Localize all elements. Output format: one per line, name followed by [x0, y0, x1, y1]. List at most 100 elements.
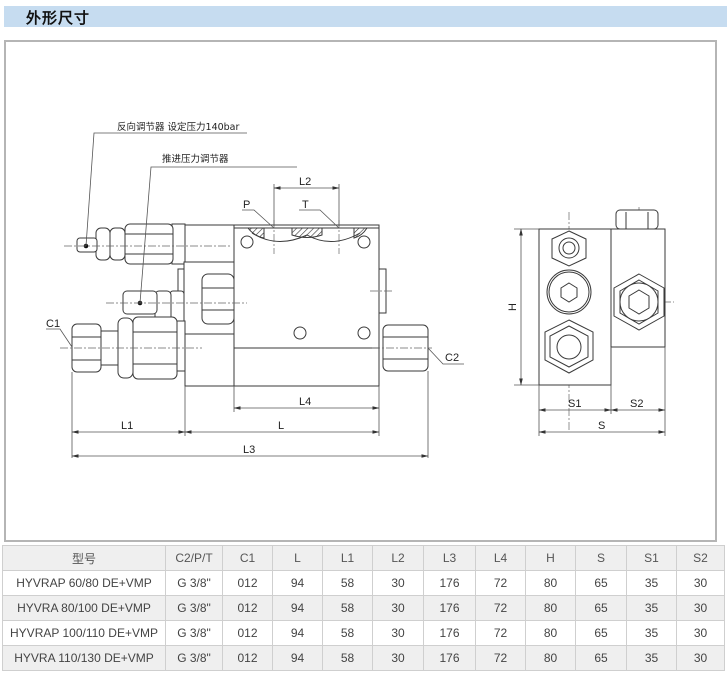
value-cell: 80: [525, 595, 576, 621]
value-cell: 58: [322, 620, 373, 646]
leader-c2: [427, 347, 464, 365]
leader-t: [299, 209, 340, 229]
value-cell: 30: [676, 595, 725, 621]
bolt-hole: [293, 326, 307, 340]
value-cell: G 3/8": [165, 595, 223, 621]
column-header: S1: [626, 545, 677, 571]
value-cell: 30: [372, 645, 424, 671]
column-header: S: [575, 545, 627, 571]
value-cell: 80: [525, 620, 576, 646]
column-header: C1: [222, 545, 273, 571]
value-cell: 65: [575, 595, 627, 621]
column-header: C2/P/T: [165, 545, 223, 571]
value-cell: 35: [626, 570, 677, 596]
value-cell: 35: [626, 595, 677, 621]
value-cell: 012: [222, 595, 273, 621]
side-view: [538, 209, 666, 386]
callout-reverse-regulator: 反向调节器 设定压力140bar: [117, 121, 240, 133]
value-cell: 012: [222, 620, 273, 646]
column-header: L: [272, 545, 323, 571]
leader-push-regulator: [139, 166, 297, 304]
value-cell: 72: [475, 570, 526, 596]
value-cell: 94: [272, 645, 323, 671]
leader-p: [242, 209, 275, 229]
callout-push-regulator: 推进压力调节器: [162, 153, 229, 165]
value-cell: 65: [575, 620, 627, 646]
value-cell: 35: [626, 620, 677, 646]
value-cell: 30: [676, 645, 725, 671]
value-cell: 176: [423, 570, 476, 596]
column-header: S2: [676, 545, 725, 571]
value-cell: G 3/8": [165, 620, 223, 646]
value-cell: 30: [372, 620, 424, 646]
label-t: T: [302, 199, 309, 211]
value-cell: 176: [423, 620, 476, 646]
value-cell: 176: [423, 645, 476, 671]
value-cell: 35: [626, 645, 677, 671]
label-c1: C1: [46, 318, 60, 330]
column-header: H: [525, 545, 576, 571]
model-cell: HYVRAP 100/110 DE+VMP: [2, 620, 166, 646]
column-header: L4: [475, 545, 526, 571]
model-cell: HYVRA 110/130 DE+VMP: [2, 645, 166, 671]
column-header: L3: [423, 545, 476, 571]
value-cell: 012: [222, 570, 273, 596]
value-cell: 72: [475, 620, 526, 646]
value-cell: 94: [272, 570, 323, 596]
hatch-right: [353, 227, 368, 239]
bolt-hole: [357, 326, 371, 340]
bolt-hole: [240, 235, 254, 249]
value-cell: 65: [575, 570, 627, 596]
value-cell: 30: [676, 620, 725, 646]
drawing-labels: 反向调节器 设定压力140bar 推进压力调节器 P T C1 C2 L2 L4…: [46, 121, 643, 456]
section-header: 外形尺寸: [4, 6, 727, 27]
label-s2: S2: [630, 398, 643, 410]
value-cell: 30: [372, 570, 424, 596]
model-cell: HYVRA 80/100 DE+VMP: [2, 595, 166, 621]
label-s1: S1: [568, 398, 581, 410]
reverse-regulator-body: [124, 223, 174, 265]
value-cell: 72: [475, 595, 526, 621]
value-cell: 012: [222, 645, 273, 671]
label-s: S: [598, 420, 605, 432]
label-h: H: [507, 303, 519, 311]
bolt-hole: [357, 235, 371, 249]
label-l: L: [278, 420, 284, 432]
value-cell: 176: [423, 595, 476, 621]
section-title: 外形尺寸: [26, 9, 91, 27]
value-cell: 94: [272, 620, 323, 646]
leader-reverse-regulator: [85, 132, 247, 247]
value-cell: 80: [525, 645, 576, 671]
value-cell: 72: [475, 645, 526, 671]
label-l3: L3: [243, 444, 255, 456]
value-cell: 30: [676, 570, 725, 596]
hatch-middle: [291, 227, 323, 238]
column-header: L1: [322, 545, 373, 571]
front-view: [71, 223, 429, 387]
column-header: L2: [372, 545, 424, 571]
value-cell: G 3/8": [165, 570, 223, 596]
label-l4: L4: [299, 396, 311, 408]
value-cell: 58: [322, 645, 373, 671]
dimension-drawing: 反向调节器 设定压力140bar 推进压力调节器 P T C1 C2 L2 L4…: [4, 40, 717, 542]
model-cell: HYVRAP 60/80 DE+VMP: [2, 570, 166, 596]
value-cell: 80: [525, 570, 576, 596]
column-header: 型号: [2, 545, 166, 571]
value-cell: G 3/8": [165, 645, 223, 671]
value-cell: 94: [272, 595, 323, 621]
value-cell: 30: [372, 595, 424, 621]
leader-c1: [46, 328, 73, 348]
value-cell: 58: [322, 570, 373, 596]
dimension-lines: [46, 132, 666, 458]
label-l2: L2: [299, 176, 311, 188]
label-l1: L1: [121, 420, 133, 432]
label-c2: C2: [445, 352, 459, 364]
value-cell: 58: [322, 595, 373, 621]
